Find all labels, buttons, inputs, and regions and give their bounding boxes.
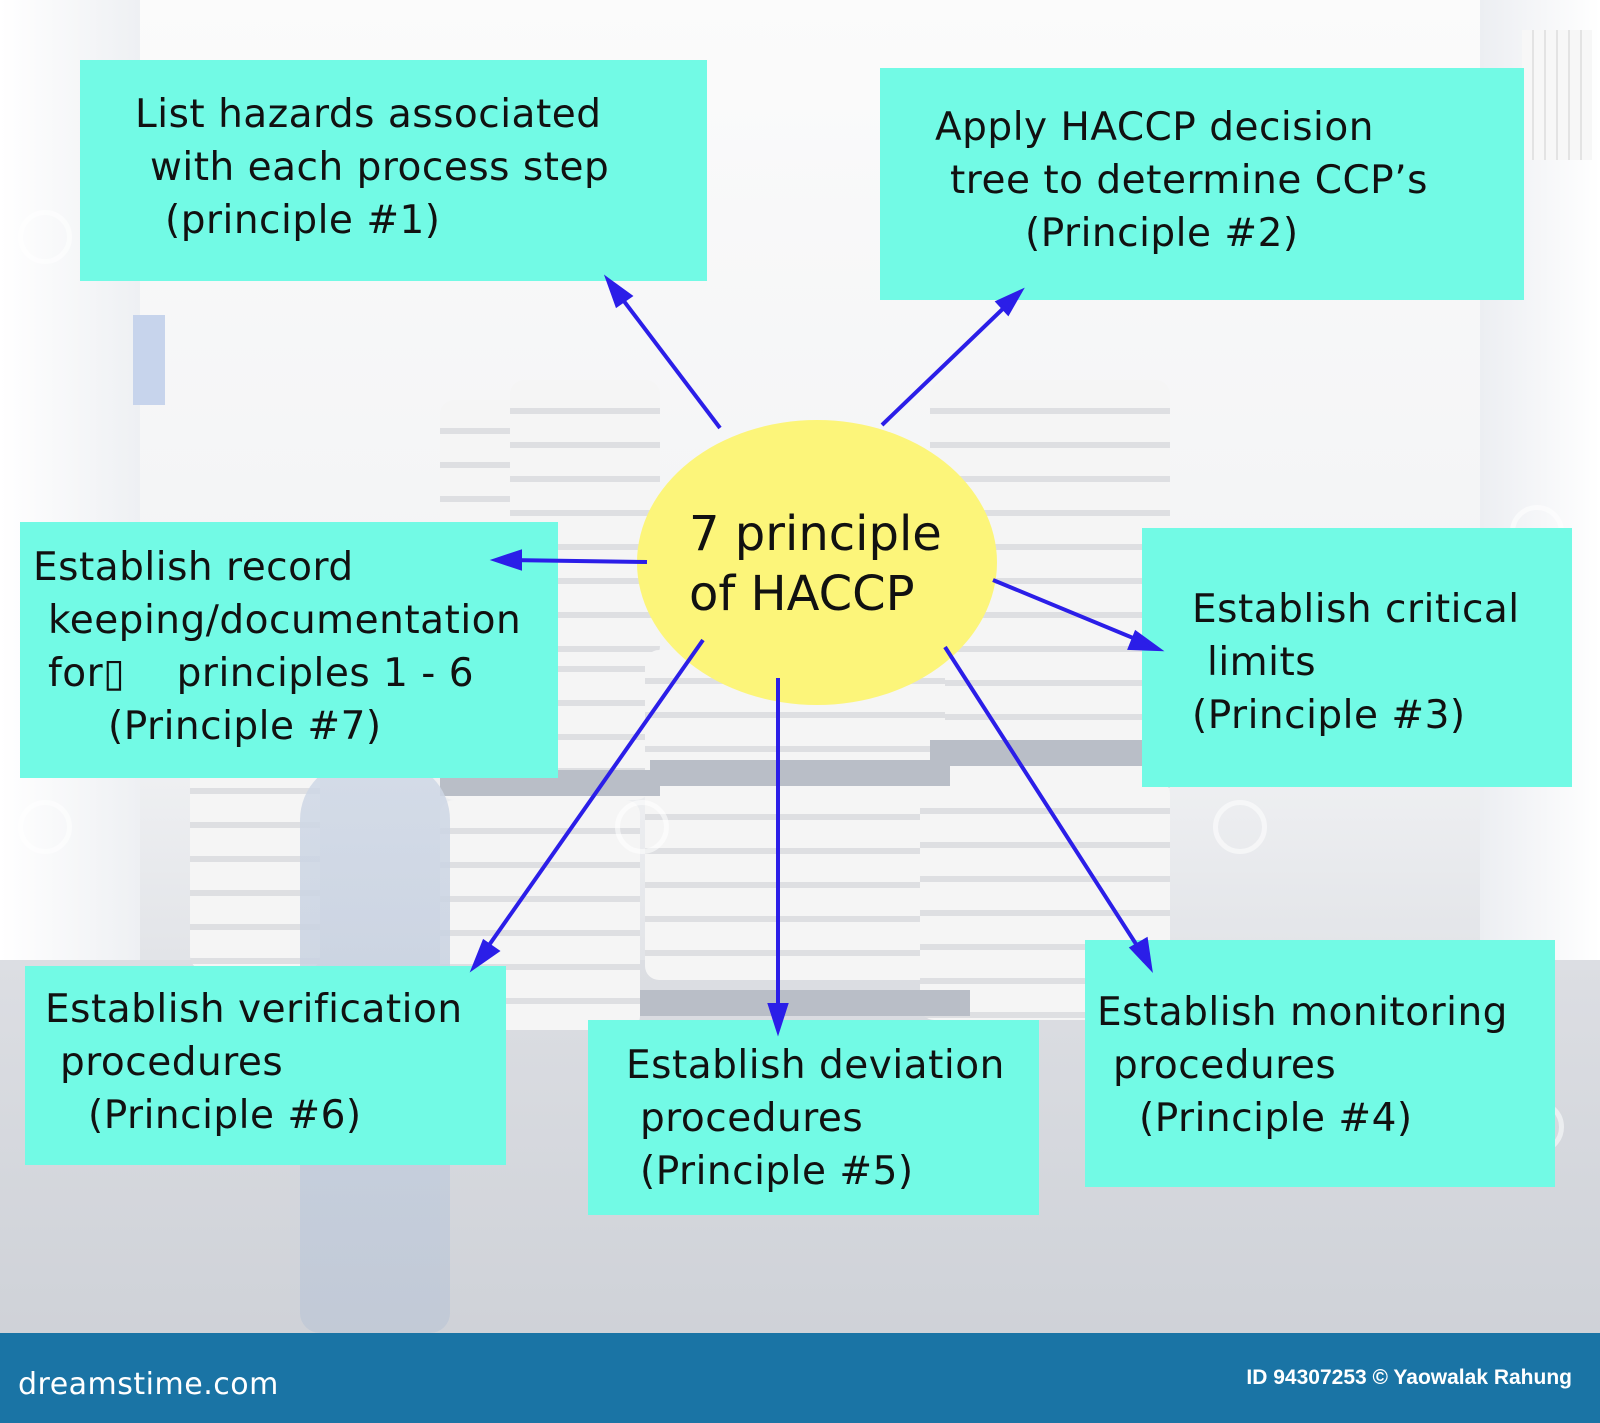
box-line: tree to determine CCP’s xyxy=(950,158,1428,203)
box-line: procedures xyxy=(640,1096,864,1141)
box-principle-1: List hazards associated with each proces… xyxy=(80,60,707,281)
box-line: for▯ principles 1 - 6 xyxy=(48,651,475,696)
image-credit: ID 94307253 © Yaowalak Rahung xyxy=(1246,1366,1572,1389)
box-line: Establish deviation xyxy=(626,1043,1005,1088)
watermark-icon xyxy=(1213,800,1267,854)
box-line: Establish critical xyxy=(1192,587,1520,632)
arrows-layer xyxy=(469,274,1165,1037)
box-line: Apply HACCP decision xyxy=(935,105,1374,150)
box-line: keeping/documentation xyxy=(48,598,522,643)
arrow-head xyxy=(994,287,1025,317)
watermark-icon xyxy=(18,800,72,854)
arrow-to-principle-3 xyxy=(992,578,1151,647)
box-line: List hazards associated xyxy=(135,92,602,137)
pallet xyxy=(930,740,1150,766)
box-principle-4: Establish monitoring procedures (Princip… xyxy=(1085,940,1555,1187)
center-node: 7 principle of HACCP xyxy=(637,420,997,705)
box-line: (Principle #7) xyxy=(108,704,382,749)
wall-panel xyxy=(133,315,165,405)
box-line: procedures xyxy=(1113,1043,1337,1088)
arrow-head xyxy=(1127,629,1165,652)
box-line: Establish monitoring xyxy=(1097,990,1508,1035)
box-line: (Principle #3) xyxy=(1192,693,1466,738)
pallet xyxy=(640,990,970,1016)
arrow-head xyxy=(489,549,522,571)
footer-bar xyxy=(0,1333,1600,1423)
box-line: (Principle #4) xyxy=(1139,1096,1413,1141)
arrow-to-principle-7 xyxy=(504,558,648,564)
box-principle-6: Establish verification procedures (Princ… xyxy=(25,966,506,1165)
box-line: with each process step xyxy=(150,145,610,190)
box-principle-3: Establish critical limits (Principle #3) xyxy=(1142,528,1572,787)
arrow-head xyxy=(767,1003,789,1037)
box-principle-7: Establish record keeping/documentation f… xyxy=(20,522,558,778)
box-line: procedures xyxy=(60,1040,284,1085)
arrow-to-principle-4 xyxy=(943,645,1147,960)
arrow-head xyxy=(603,274,634,309)
box-line: Establish verification xyxy=(45,987,463,1032)
box-line: (Principle #6) xyxy=(88,1093,362,1138)
sack-stack xyxy=(190,760,320,970)
box-line: Establish record xyxy=(33,545,354,590)
arrow-head xyxy=(469,938,501,973)
box-line: limits xyxy=(1207,640,1317,685)
window xyxy=(1522,30,1592,160)
box-line: (principle #1) xyxy=(165,198,441,243)
box-principle-5: Establish deviation procedures (Principl… xyxy=(588,1020,1039,1215)
box-principle-2: Apply HACCP decision tree to determine C… xyxy=(880,68,1524,300)
arrow-to-principle-1 xyxy=(612,286,722,430)
watermark-icon xyxy=(18,210,72,264)
arrow-to-principle-2 xyxy=(880,298,1014,427)
arrow-head xyxy=(1128,936,1153,973)
arrow-to-principle-6 xyxy=(478,638,705,960)
sack-stack xyxy=(645,650,945,980)
box-line: (Principle #2) xyxy=(1025,211,1299,256)
center-line: 7 principle xyxy=(689,506,942,562)
watermark-icon xyxy=(615,800,669,854)
center-line: of HACCP xyxy=(689,566,915,622)
box-line: (Principle #5) xyxy=(640,1149,914,1194)
pallet xyxy=(650,760,950,786)
brand-logo: dreamstime.com xyxy=(18,1367,279,1402)
